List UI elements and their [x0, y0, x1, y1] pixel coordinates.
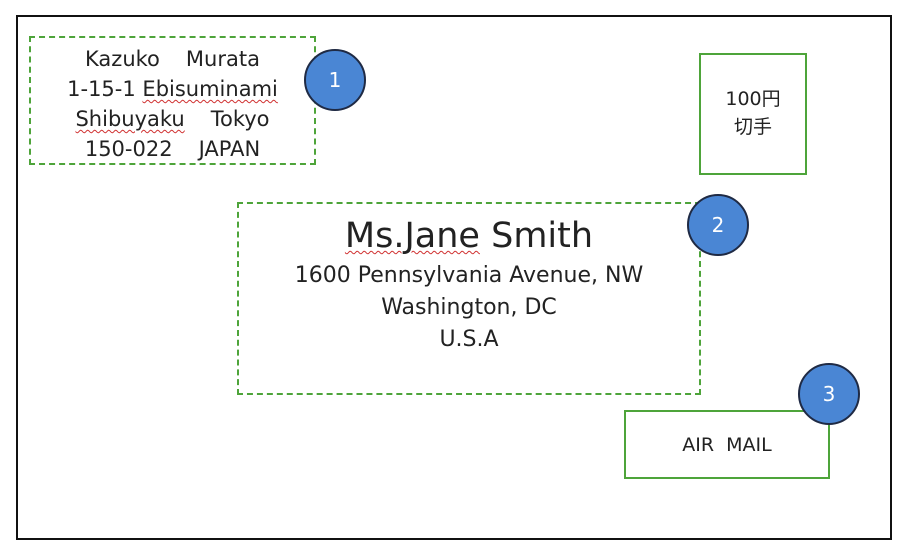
recipient-street: 1600 Pennsylvania Avenue, NW	[294, 263, 644, 288]
callout-badge-1: 1	[304, 49, 366, 111]
sender-district: Ebisuminami	[142, 77, 278, 101]
recipient-last-name: Smith	[491, 216, 594, 256]
recipient-city-state: Washington, DC	[381, 295, 557, 320]
envelope	[16, 15, 892, 540]
stamp-label: 切手	[733, 116, 772, 138]
sender-postal-code: 150-022	[84, 137, 173, 161]
sender-country-line: 150-022 JAPAN	[31, 134, 314, 164]
stamp-value: 100円	[725, 88, 781, 110]
sender-street-line: 1-15-1 Ebisuminami	[31, 74, 314, 104]
air-mail-box: AIR MAIL	[624, 410, 830, 479]
recipient-address-box: Ms.Jane Smith 1600 Pennsylvania Avenue, …	[237, 202, 701, 395]
callout-badge-2: 2	[687, 194, 749, 256]
sender-city-line: Shibuyaku Tokyo	[31, 104, 314, 134]
sender-name-line: Kazuko Murata	[31, 44, 314, 74]
sender-last-name: Murata	[185, 47, 260, 71]
recipient-country: U.S.A	[439, 327, 499, 352]
sender-street-number: 1-15-1	[67, 77, 136, 101]
sender-first-name: Kazuko	[85, 47, 160, 71]
stamp-box: 100円 切手	[699, 53, 807, 175]
sender-address-box: Kazuko Murata 1-15-1 Ebisuminami Shibuyak…	[29, 36, 316, 165]
sender-ward: Shibuyaku	[75, 107, 185, 131]
air-mail-label: AIR MAIL	[682, 434, 772, 456]
recipient-name-title: Ms.Jane	[344, 216, 480, 256]
callout-badge-3: 3	[798, 363, 860, 425]
sender-country: JAPAN	[198, 137, 261, 161]
sender-city: Tokyo	[210, 107, 270, 131]
recipient-name: Ms.Jane Smith	[239, 212, 699, 260]
